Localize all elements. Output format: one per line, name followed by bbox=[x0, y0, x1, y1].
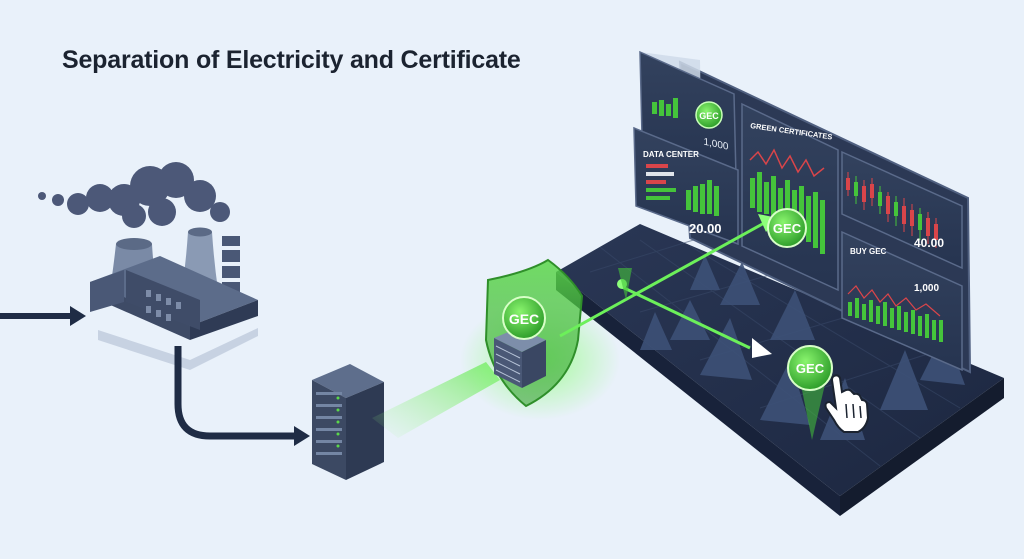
power-line bbox=[174, 346, 310, 446]
input-arrow bbox=[0, 306, 86, 326]
arrow-icon bbox=[752, 338, 772, 358]
data-center-label: DATA CENTER bbox=[643, 150, 699, 159]
panel-data-center: DATA CENTER 20.00 bbox=[633, 126, 739, 246]
arrow-icon bbox=[70, 306, 86, 326]
gec-coin-panel: GEC bbox=[767, 208, 807, 248]
stacked-server bbox=[494, 328, 546, 388]
gec-coin-shield bbox=[502, 296, 546, 340]
panel-candlestick: 40.00 bbox=[841, 150, 963, 270]
candles-value: 40.00 bbox=[914, 236, 944, 250]
gec-coin-top bbox=[695, 101, 723, 129]
terrain-peaks bbox=[640, 255, 965, 440]
gec-coin-top-label: GEC bbox=[699, 111, 719, 121]
gec-coin-panel-label: GEC bbox=[773, 221, 802, 236]
shield-icon: GEC bbox=[484, 258, 584, 408]
certificate-beams bbox=[559, 214, 826, 440]
server-rack-icon bbox=[312, 364, 384, 480]
arrow-icon bbox=[294, 426, 310, 446]
data-center-value: 20.00 bbox=[689, 221, 722, 236]
gec-coin-buy-label: GEC bbox=[796, 361, 825, 376]
buy-value: 1,000 bbox=[914, 283, 939, 294]
data-floor bbox=[556, 224, 1004, 496]
buy-label: BUY GEC bbox=[850, 247, 887, 256]
gec-coin-buy[interactable]: GEC bbox=[787, 345, 833, 391]
factory-icon bbox=[38, 162, 258, 370]
smoke-cloud bbox=[38, 162, 230, 228]
candlestick-series bbox=[846, 172, 938, 248]
top-value: 1,000 bbox=[703, 137, 728, 153]
diagram-title: Separation of Electricity and Certificat… bbox=[62, 46, 521, 74]
panel-top-value: GEC 1,000 bbox=[639, 50, 737, 180]
gec-coin-shield-label: GEC bbox=[509, 311, 539, 327]
panel-buy: BUY GEC 1,000 bbox=[841, 230, 963, 372]
hand-cursor-icon bbox=[824, 374, 870, 433]
